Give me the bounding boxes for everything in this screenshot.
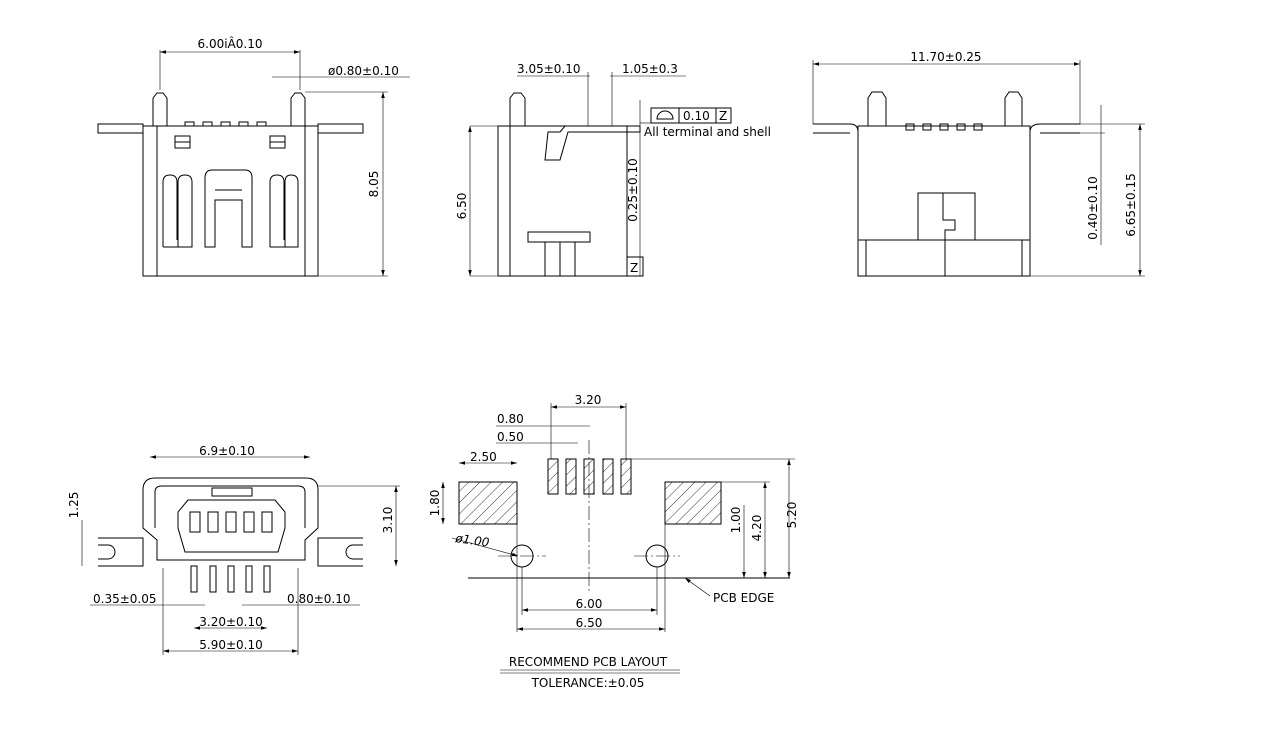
svg-text:6.50: 6.50 — [576, 616, 603, 630]
side-height-dim: 6.50 — [455, 193, 469, 220]
svg-text:0.80: 0.80 — [497, 412, 524, 426]
shell-pad-right — [664, 481, 722, 525]
pcb-layout: 3.20 0.80 0.50 2.50 1.80 ø1.00 1.00 4.20… — [428, 393, 799, 690]
front-width-dim: 6.00iÂ0.10 — [198, 36, 263, 51]
offset-dim: 0.25±0.10 — [626, 158, 640, 222]
front-view: 6.00iÂ0.10 ø0.80±0.10 8.05 — [97, 36, 410, 277]
front-height-dim: 8.05 — [367, 171, 381, 198]
svg-text:Z: Z — [719, 109, 727, 123]
svg-text:2.50: 2.50 — [470, 450, 497, 464]
svg-text:ø1.00: ø1.00 — [454, 531, 491, 550]
svg-text:0.50: 0.50 — [497, 430, 524, 444]
pcb-edge-label: PCB EDGE — [713, 591, 774, 605]
layout-title: RECOMMEND PCB LAYOUT — [509, 655, 668, 669]
flange-dim: 0.40±0.10 — [1086, 176, 1100, 240]
bottom-height-dim: 3.10 — [381, 507, 395, 534]
bottom-width-dim: 6.9±0.10 — [199, 444, 255, 458]
svg-text:1.80: 1.80 — [428, 490, 442, 517]
shell-pad-left — [458, 481, 518, 525]
svg-text:6.00: 6.00 — [576, 597, 603, 611]
rear-height-dim: 6.65±0.15 — [1124, 173, 1138, 237]
post-span-dim: 5.90±0.10 — [199, 638, 263, 652]
lead-length-dim: 1.05±0.3 — [622, 62, 678, 76]
svg-text:5.20: 5.20 — [785, 502, 799, 529]
flatness-tolerance-frame: 0.10 Z — [640, 107, 732, 124]
side-pitch-dim: 3.05±0.10 — [517, 62, 581, 76]
layout-tolerance: TOLERANCE:±0.05 — [531, 676, 645, 690]
bottom-view: 6.9±0.10 1.25 3.10 0.35±0.05 0.80±0.10 3… — [67, 444, 400, 655]
post-diameter-dim: ø0.80±0.10 — [328, 64, 399, 78]
flange-height-dim: 1.25 — [67, 492, 81, 519]
pin-span-dim: 3.20±0.10 — [199, 615, 263, 629]
rear-width-dim: 11.70±0.25 — [910, 50, 981, 64]
side-view: 6.50 3.05±0.10 1.05±0.3 0.10 Z All termi… — [455, 62, 771, 277]
flatness-icon — [656, 110, 674, 120]
pin-pitch-dim: 0.80±0.10 — [287, 592, 351, 606]
svg-text:0.10: 0.10 — [683, 109, 710, 123]
datum-z-box: Z — [630, 261, 638, 275]
svg-text:3.20: 3.20 — [575, 393, 602, 407]
rear-view: 11.70±0.25 0.40±0.10 6.65±0.15 — [812, 50, 1145, 277]
svg-text:1.00: 1.00 — [729, 507, 743, 534]
pin-width-dim: 0.35±0.05 — [93, 592, 157, 606]
tolerance-note: All terminal and shell — [644, 125, 771, 139]
svg-text:4.20: 4.20 — [750, 515, 764, 542]
